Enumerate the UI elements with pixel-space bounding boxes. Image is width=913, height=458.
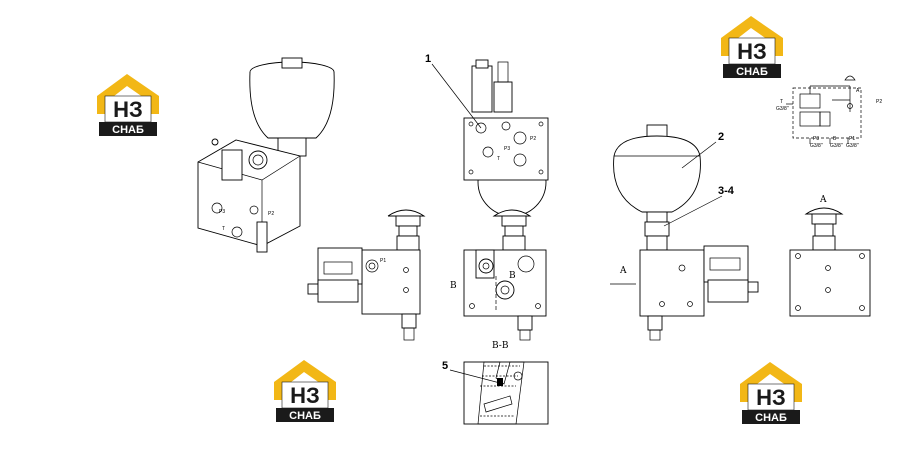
- schematic-g38-b: G3/8": [830, 143, 843, 149]
- top-solenoid-icon: [471, 65, 493, 113]
- logo-band: [276, 408, 334, 422]
- callout-2: 2: [718, 131, 724, 143]
- logo-word: СНАБ: [289, 410, 321, 422]
- iso-fitting-icon: [256, 221, 268, 253]
- view-a-block: [789, 249, 871, 317]
- logo-word: СНАБ: [112, 124, 144, 136]
- iso-valve-block: P3 P2 T: [197, 138, 301, 253]
- logo-word: СНАБ: [736, 66, 768, 78]
- section-plug-icon: [497, 378, 503, 386]
- side-left-port-p1: P1: [380, 258, 386, 264]
- watermark-logo-3: НЗ СНАБ: [274, 360, 336, 422]
- top-valve-block: [463, 117, 549, 181]
- schematic-check-icon: [847, 103, 853, 109]
- side-left-solenoid-icon: [317, 247, 363, 285]
- logo-plate: [728, 37, 776, 65]
- schematic-g38-p1: G3/8": [846, 143, 859, 149]
- leader-line-1: [431, 63, 482, 129]
- logo-plate: [104, 95, 152, 123]
- iso-plug-icon: [248, 150, 268, 170]
- top-port-t: T: [497, 156, 500, 162]
- logo-plate: [747, 383, 795, 411]
- iso-solenoid-icon: [221, 149, 243, 181]
- side-view-left: P1: [307, 209, 426, 341]
- top-port-p2: P2: [530, 136, 536, 142]
- logo-letters: НЗ: [290, 383, 320, 408]
- logo-letters: НЗ: [756, 385, 786, 410]
- side-left-block: [361, 249, 421, 315]
- schematic-port-t: T: [780, 99, 783, 105]
- schematic-port-p1: P1: [849, 136, 855, 142]
- callout-3-4: 3-4: [718, 185, 735, 197]
- watermark-logo-2: НЗ СНАБ: [721, 16, 783, 78]
- top-view: P3 P2 T: [463, 59, 549, 217]
- front-view-b: B B: [450, 209, 547, 341]
- watermark-logo-1: НЗ СНАБ: [97, 74, 159, 136]
- isometric-view: P3 P2 T: [197, 57, 335, 253]
- logo-band: [723, 64, 781, 78]
- side-right-solenoid-icon: [703, 245, 749, 283]
- section-check-ball-icon: [513, 371, 523, 381]
- logo-letters: НЗ: [113, 97, 143, 122]
- schematic-valve-2-icon: [799, 111, 821, 127]
- view-a: A: [789, 195, 871, 317]
- accumulator-sphere: [613, 135, 701, 213]
- schematic-port-a: A: [856, 88, 860, 94]
- leader-line-5: [449, 369, 501, 384]
- iso-accumulator: [249, 57, 335, 157]
- callout-5: 5: [442, 360, 448, 372]
- view-label-a-top: A: [819, 195, 827, 205]
- iso-port-p3: P3: [219, 209, 225, 215]
- schematic-port-b: B: [833, 136, 837, 142]
- logo-roof-icon: [97, 74, 159, 114]
- leader-line-2: [681, 141, 717, 169]
- logo-roof-icon: [274, 360, 336, 400]
- watermark-logo-4: НЗ СНАБ: [740, 362, 802, 424]
- schematic-accumulator-icon: [844, 75, 856, 81]
- logo-band: [99, 122, 157, 136]
- logo-word: СНАБ: [755, 412, 787, 424]
- schematic-valve-1-icon: [799, 93, 821, 109]
- side-right-block: [639, 249, 705, 317]
- view-label-b-left: B: [450, 281, 457, 291]
- schematic-port-p2: P2: [876, 99, 882, 105]
- hydraulic-schematic: T G3/8" P2 A P3 G3/8" B G3/8" P1 G3/8": [776, 75, 882, 149]
- schematic-frame: [792, 87, 862, 139]
- section-frame: [463, 361, 549, 425]
- iso-port-t: T: [222, 226, 225, 232]
- side-view-accumulator: A: [610, 124, 759, 341]
- schematic-port-p3: P3: [813, 136, 819, 142]
- callout-1: 1: [425, 53, 431, 65]
- view-label-a-left: A: [619, 266, 627, 276]
- logo-roof-icon: [740, 362, 802, 402]
- leader-line-3-4: [663, 195, 723, 227]
- section-label-b-b: B-B: [492, 341, 509, 351]
- view-label-b-inner: B: [509, 271, 516, 281]
- section-b-b: [463, 361, 549, 425]
- schematic-g38-t: G3/8": [776, 106, 789, 112]
- logo-letters: НЗ: [737, 39, 767, 64]
- top-port-p3: P3: [504, 146, 510, 152]
- iso-port-p2: P2: [268, 211, 274, 217]
- logo-roof-icon: [721, 16, 783, 56]
- accumulator-fitting: [644, 221, 670, 237]
- schematic-g38-p3: G3/8": [810, 143, 823, 149]
- logo-band: [742, 410, 800, 424]
